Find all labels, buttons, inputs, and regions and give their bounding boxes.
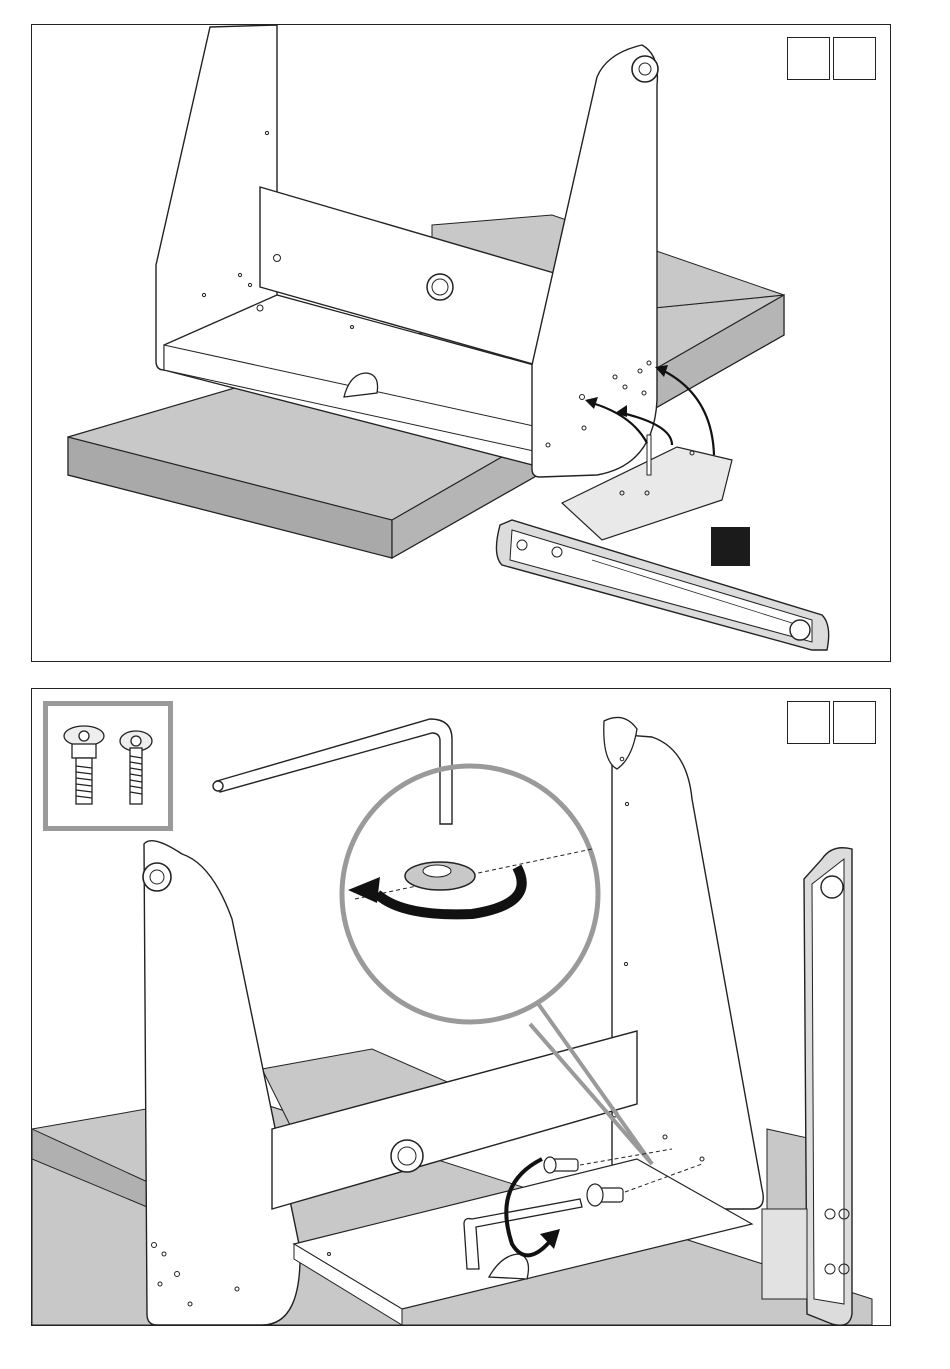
- hardware-inset-drawing: [48, 706, 168, 826]
- cam-lock-icon: [391, 1140, 423, 1172]
- screw-icon: [120, 731, 152, 804]
- step-1-illustration: [32, 25, 890, 661]
- step-number-box: [833, 37, 876, 80]
- bolt-icon: [64, 726, 104, 804]
- screw-icon: [544, 1157, 578, 1173]
- side-rail: [762, 848, 852, 1325]
- step-number-box: [787, 701, 830, 744]
- assembly-step-panel-2: [31, 688, 891, 1326]
- hex-key-icon: [213, 719, 452, 824]
- wheel-hub: [632, 56, 658, 82]
- wheel-hub: [790, 620, 810, 640]
- step-number-box: [787, 37, 830, 80]
- assembly-step-panel-1: [31, 24, 891, 662]
- hardware-inset: [43, 701, 173, 831]
- side-rail: [496, 520, 828, 650]
- step-number-box: [833, 701, 876, 744]
- wheel-hub: [143, 863, 171, 891]
- part-marker: [711, 527, 750, 566]
- wheel-hub: [821, 876, 843, 898]
- cam-lock-icon: [427, 274, 453, 300]
